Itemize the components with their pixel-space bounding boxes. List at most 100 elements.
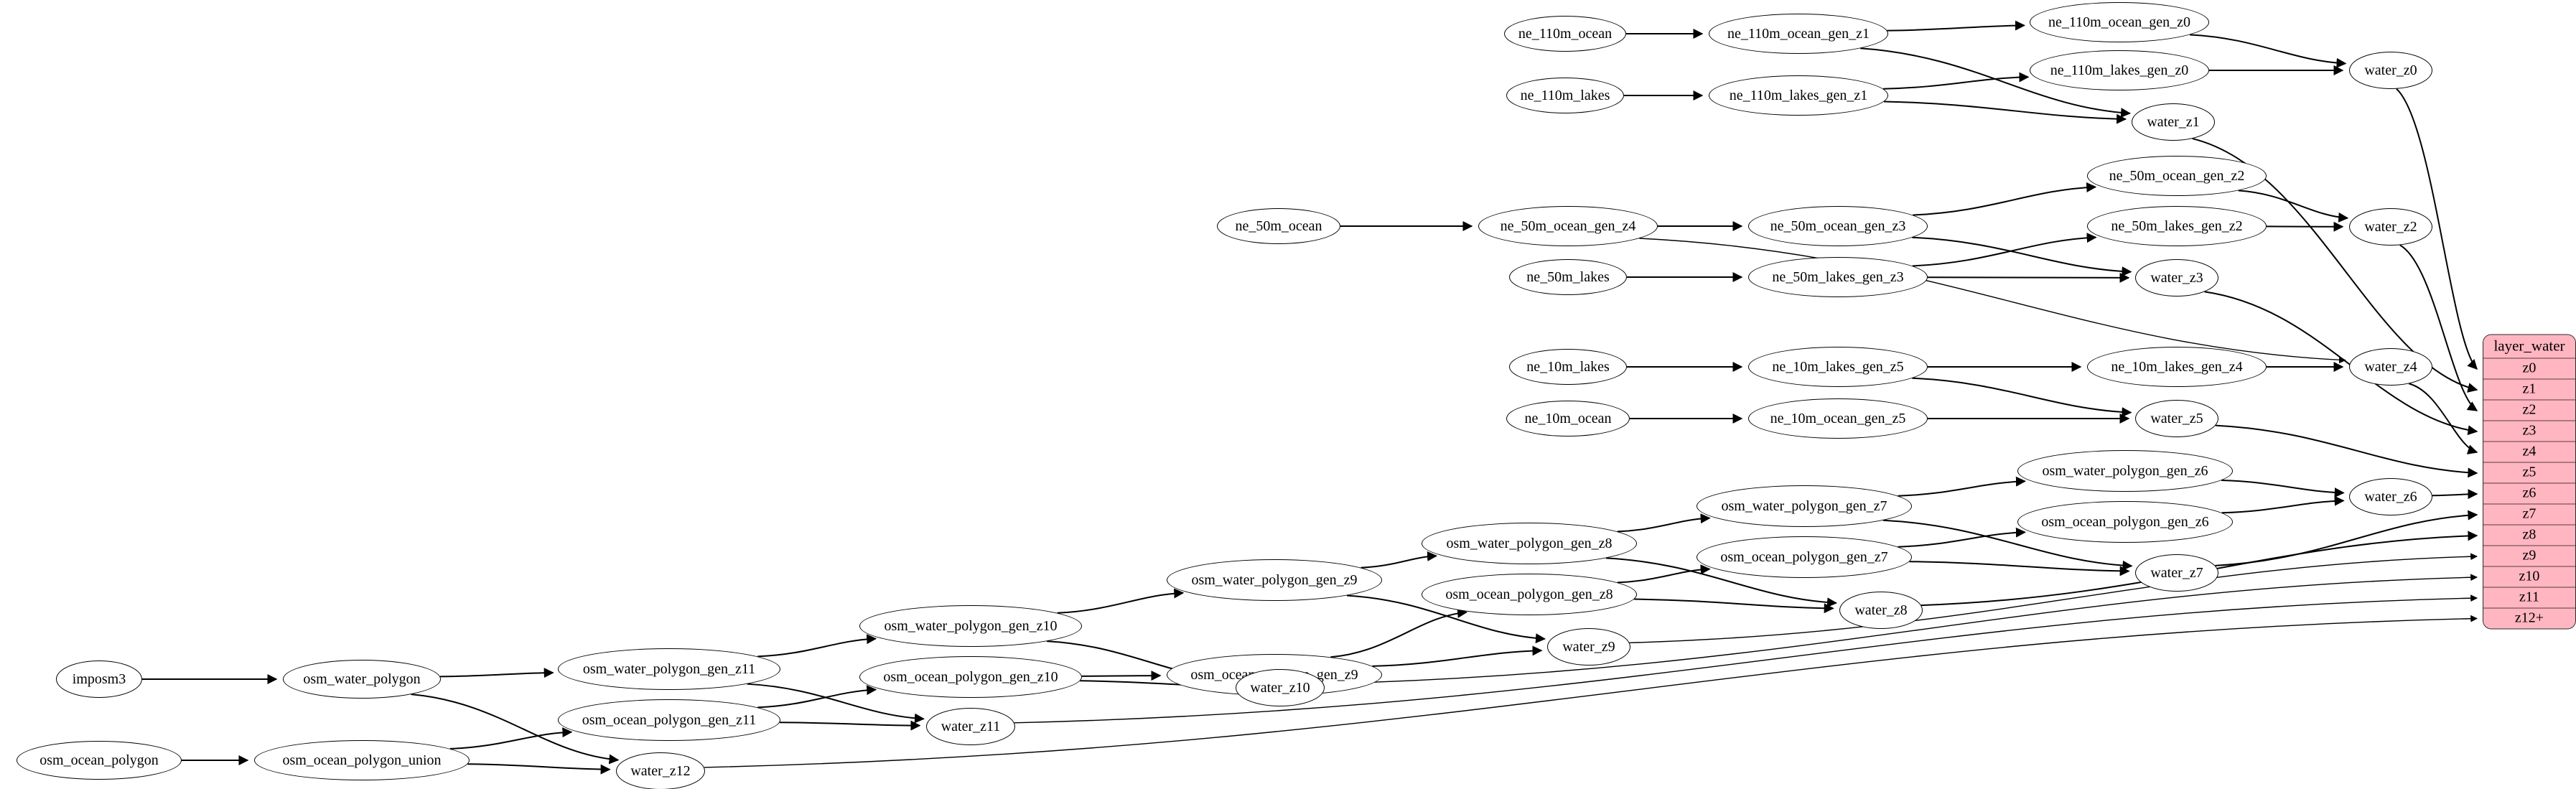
node-ne_10m_ocean[interactable]: ne_10m_ocean <box>1506 401 1630 436</box>
node-water_z7[interactable]: water_z7 <box>2135 554 2218 592</box>
node-ne_10m_ocean_gen_z5[interactable]: ne_10m_ocean_gen_z5 <box>1748 398 1928 439</box>
node-ne_50m_ocean_gen_z3[interactable]: ne_50m_ocean_gen_z3 <box>1748 206 1928 246</box>
edge-water_z5-to-layer_water_z5 <box>2215 424 2478 478</box>
node-ne_50m_ocean[interactable]: ne_50m_ocean <box>1217 208 1340 244</box>
edge-water_z11-to-layer_water_z11 <box>1014 594 2478 724</box>
edge-water_z10-to-layer_water_z10 <box>1323 574 2478 685</box>
node-water_z0[interactable]: water_z0 <box>2349 52 2432 89</box>
edge-osm_water_polygon-to-osm_water_polygon_gen_z11 <box>440 668 554 678</box>
node-ne_10m_lakes[interactable]: ne_10m_lakes <box>1509 349 1627 385</box>
layer-water-row-z6[interactable]: z6 <box>2483 483 2575 505</box>
edge-water_z1-to-layer_water_z1 <box>2192 138 2478 393</box>
edge-osm_water_polygon_gen_z9-to-water_z9 <box>1346 594 1546 644</box>
edge-osm_water_polygon_gen_z8-to-osm_water_polygon_gen_z7 <box>1617 513 1711 533</box>
node-water_z6[interactable]: water_z6 <box>2349 478 2432 515</box>
edge-water_z12-to-layer_water_z12+ <box>704 615 2478 768</box>
node-ne_50m_ocean_gen_z2[interactable]: ne_50m_ocean_gen_z2 <box>2087 156 2267 196</box>
node-osm_water_polygon_gen_z7[interactable]: osm_water_polygon_gen_z7 <box>1697 485 1912 527</box>
layer-water-row-z11[interactable]: z11 <box>2483 587 2575 609</box>
node-osm_water_polygon_gen_z6[interactable]: osm_water_polygon_gen_z6 <box>2017 450 2233 492</box>
edge-osm_ocean_polygon_gen_z11-to-water_z11 <box>779 720 921 731</box>
node-osm_ocean_polygon[interactable]: osm_ocean_polygon <box>17 741 182 780</box>
edge-ne_50m_ocean_gen_z3-to-water_z3 <box>1912 236 2132 277</box>
edge-osm_water_polygon_gen_z11-to-water_z11 <box>747 683 925 724</box>
node-imposm3[interactable]: imposm3 <box>56 660 142 698</box>
edge-ne_110m_ocean_gen_z0-to-water_z0 <box>2189 34 2347 68</box>
edge-ne_10m_lakes_gen_z5-to-water_z5 <box>1912 377 2132 418</box>
layer-water-row-z2[interactable]: z2 <box>2483 400 2575 421</box>
node-osm_ocean_polygon_union[interactable]: osm_ocean_polygon_union <box>254 740 470 780</box>
node-ne_50m_lakes[interactable]: ne_50m_lakes <box>1509 259 1627 295</box>
node-ne_110m_lakes[interactable]: ne_110m_lakes <box>1506 78 1624 113</box>
node-ne_110m_ocean_gen_z1[interactable]: ne_110m_ocean_gen_z1 <box>1709 14 1888 54</box>
node-water_z10[interactable]: water_z10 <box>1236 669 1325 706</box>
edge-osm_ocean_polygon_gen_z9-to-osm_ocean_polygon_gen_z8 <box>1330 607 1468 658</box>
edge-osm_ocean_polygon_gen_z9-to-water_z9 <box>1372 645 1543 667</box>
edge-osm_ocean_polygon_union-to-osm_ocean_polygon_gen_z11 <box>449 727 573 750</box>
node-osm_ocean_polygon_gen_z11[interactable]: osm_ocean_polygon_gen_z11 <box>558 699 780 741</box>
node-water_z9[interactable]: water_z9 <box>1547 628 1630 666</box>
node-osm_ocean_polygon_gen_z10[interactable]: osm_ocean_polygon_gen_z10 <box>859 656 1082 698</box>
node-osm_water_polygon[interactable]: osm_water_polygon <box>283 660 441 699</box>
edge-ne_50m_ocean_gen_z3-to-ne_50m_ocean_gen_z2 <box>1913 182 2097 216</box>
node-ne_50m_lakes_gen_z3[interactable]: ne_50m_lakes_gen_z3 <box>1748 257 1928 297</box>
node-osm_ocean_polygon_gen_z7[interactable]: osm_ocean_polygon_gen_z7 <box>1697 536 1912 578</box>
edge-ne_50m_lakes_gen_z3-to-water_z3 <box>1927 272 2130 283</box>
edge-osm_water_polygon_gen_z9-to-osm_water_polygon_gen_z8 <box>1361 551 1437 569</box>
node-ne_110m_lakes_gen_z1[interactable]: ne_110m_lakes_gen_z1 <box>1709 75 1888 116</box>
edge-ne_110m_lakes_gen_z1-to-ne_110m_lakes_gen_z0 <box>1882 72 2030 90</box>
layer-water-row-z10[interactable]: z10 <box>2483 566 2575 588</box>
layer-water-row-z12plus[interactable]: z12+ <box>2483 608 2575 629</box>
edge-water_z3-to-layer_water_z3 <box>2204 291 2478 436</box>
node-osm_water_polygon_gen_z9[interactable]: osm_water_polygon_gen_z9 <box>1167 559 1382 601</box>
edge-osm_ocean_polygon_gen_z7-to-water_z7 <box>1909 561 2130 576</box>
node-water_z11[interactable]: water_z11 <box>926 708 1015 745</box>
layer-water-row-z0[interactable]: z0 <box>2483 358 2575 380</box>
edge-ne_110m_ocean_gen_z1-to-water_z1 <box>1860 47 2132 118</box>
node-ne_50m_lakes_gen_z2[interactable]: ne_50m_lakes_gen_z2 <box>2087 206 2267 246</box>
edge-ne_50m_ocean_gen_z2-to-water_z2 <box>2238 190 2349 223</box>
node-water_z3[interactable]: water_z3 <box>2135 259 2218 297</box>
node-ne_110m_lakes_gen_z0[interactable]: ne_110m_lakes_gen_z0 <box>2030 50 2209 90</box>
node-ne_10m_lakes_gen_z5[interactable]: ne_10m_lakes_gen_z5 <box>1748 347 1928 387</box>
edge-ne_50m_ocean_gen_z4-to-water_z4 <box>1639 238 2346 364</box>
node-osm_water_polygon_gen_z10[interactable]: osm_water_polygon_gen_z10 <box>859 605 1082 647</box>
node-ne_110m_ocean_gen_z0[interactable]: ne_110m_ocean_gen_z0 <box>2030 2 2209 42</box>
layer-water-row-z3[interactable]: z3 <box>2483 421 2575 442</box>
layer-water-row-z5[interactable]: z5 <box>2483 462 2575 484</box>
node-osm_water_polygon_gen_z8[interactable]: osm_water_polygon_gen_z8 <box>1422 523 1637 564</box>
node-water_z2[interactable]: water_z2 <box>2349 208 2432 246</box>
edge-osm_water_polygon_gen_z11-to-osm_water_polygon_gen_z10 <box>757 634 877 658</box>
node-water_z8[interactable]: water_z8 <box>1839 592 1923 629</box>
layer-water-row-z1[interactable]: z1 <box>2483 379 2575 401</box>
layer-water-row-z8[interactable]: z8 <box>2483 525 2575 546</box>
edge-osm_ocean_polygon_gen_z7-to-osm_ocean_polygon_gen_z6 <box>1898 527 2026 548</box>
node-water_z1[interactable]: water_z1 <box>2132 103 2215 141</box>
edge-osm_ocean_polygon_union-to-water_z12 <box>467 763 611 775</box>
node-ne_110m_ocean[interactable]: ne_110m_ocean <box>1504 16 1626 52</box>
node-water_z12[interactable]: water_z12 <box>616 752 705 789</box>
layer-water-row-z4[interactable]: z4 <box>2483 442 2575 463</box>
node-water_z4[interactable]: water_z4 <box>2349 348 2432 386</box>
node-ne_10m_lakes_gen_z4[interactable]: ne_10m_lakes_gen_z4 <box>2087 347 2267 387</box>
node-ne_50m_ocean_gen_z4[interactable]: ne_50m_ocean_gen_z4 <box>1478 206 1658 246</box>
node-osm_ocean_polygon_gen_z6[interactable]: osm_ocean_polygon_gen_z6 <box>2017 501 2233 543</box>
node-osm_water_polygon_gen_z11[interactable]: osm_water_polygon_gen_z11 <box>558 648 780 690</box>
edge-osm_ocean_polygon_gen_z6-to-water_z6 <box>2221 495 2345 514</box>
node-water_z5[interactable]: water_z5 <box>2135 400 2218 437</box>
layer-water-row-z7[interactable]: z7 <box>2483 504 2575 526</box>
edge-water_z4-to-layer_water_z4 <box>2409 383 2478 454</box>
edge-osm_water_polygon_gen_z10-to-osm_water_polygon_gen_z9 <box>1057 588 1185 614</box>
edge-water_z2-to-layer_water_z2 <box>2399 244 2478 411</box>
layer-water-row-z9[interactable]: z9 <box>2483 546 2575 567</box>
edge-ne_50m_lakes_gen_z3-to-ne_50m_lakes_gen_z2 <box>1912 233 2097 267</box>
edge-osm_water_polygon_gen_z8-to-water_z8 <box>1605 557 1837 608</box>
edge-osm_water_polygon_gen_z7-to-osm_water_polygon_gen_z6 <box>1898 476 2026 497</box>
node-osm_ocean_polygon_gen_z8[interactable]: osm_ocean_polygon_gen_z8 <box>1422 574 1637 615</box>
edge-osm_ocean_polygon_gen_z11-to-osm_ocean_polygon_gen_z10 <box>757 685 877 709</box>
edge-osm_water_polygon_gen_z6-to-water_z6 <box>2221 480 2345 498</box>
